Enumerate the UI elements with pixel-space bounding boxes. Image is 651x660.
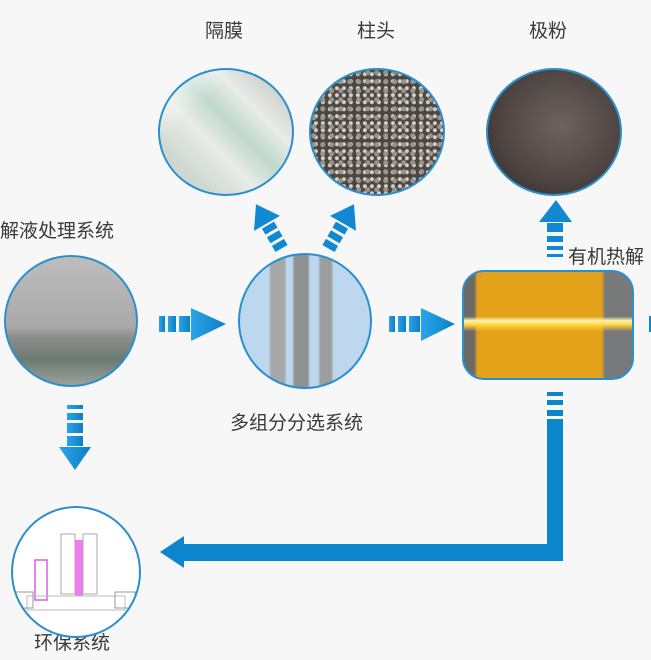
label-powder: 极粉 <box>529 20 568 42</box>
environment-drawing <box>13 533 136 611</box>
sorting-image <box>238 253 372 389</box>
separator-image <box>158 68 294 196</box>
label-pole: 柱头 <box>357 20 396 42</box>
electrolyte-image <box>4 255 138 387</box>
label-electrolyte: 电解液处理系统 <box>0 220 115 242</box>
label-sorting: 多组分分选系统 <box>230 412 364 434</box>
arrow-pyrolysis-to-environment <box>160 392 563 568</box>
pole-image <box>309 68 445 196</box>
powder-image <box>486 68 622 196</box>
arrow-electrolyte-to-environment <box>59 405 91 470</box>
label-separator: 隔膜 <box>205 20 244 42</box>
pyrolysis-image <box>462 270 634 380</box>
arrow-pyrolysis-to-powder <box>539 200 572 257</box>
environment-image <box>11 506 141 638</box>
label-pyrolysis: 有机热解 <box>568 246 645 268</box>
arrow-sorting-to-pyrolysis <box>389 308 455 341</box>
arrow-pyrolysis-right <box>649 316 651 332</box>
arrow-sorting-to-separator <box>254 204 288 252</box>
label-environment: 环保系统 <box>34 632 111 654</box>
arrow-sorting-to-pole <box>322 204 356 252</box>
arrow-electrolyte-to-sorting <box>159 308 226 341</box>
